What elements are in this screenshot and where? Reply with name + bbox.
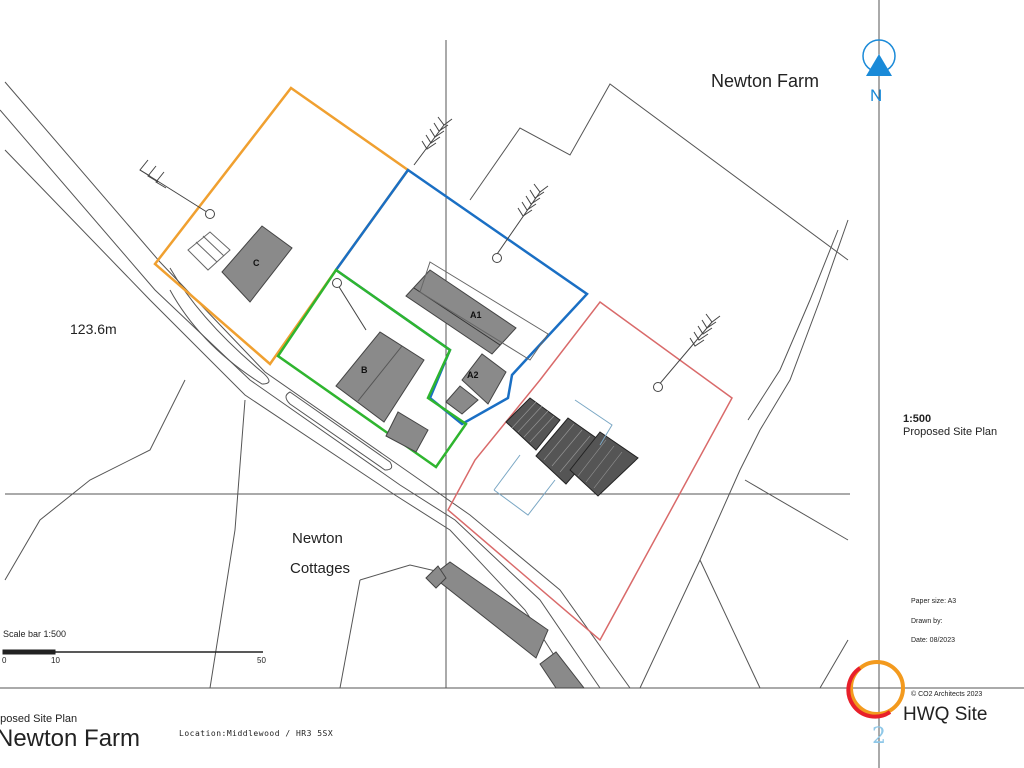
- building-a1: [405, 269, 517, 355]
- road: [0, 81, 631, 689]
- building-a2-annex: [445, 385, 479, 415]
- scale-text: 1:500: [903, 413, 932, 425]
- footer-project-name: Newton Farm: [0, 725, 141, 752]
- paper-size: Paper size: A3: [911, 598, 957, 605]
- copyright: © CO2 Architects 2023: [911, 691, 983, 698]
- boundary-green: [276, 268, 468, 469]
- land-lines: [4, 83, 849, 689]
- co2-logo-icon: [846, 660, 905, 719]
- building-b: [335, 331, 425, 423]
- building-c-label: C: [253, 258, 260, 268]
- drawing-date: Date: 08/2023: [911, 637, 955, 644]
- cottage-block: [431, 561, 549, 659]
- solar-arrays: [505, 397, 639, 497]
- elevation-label: 123.6m: [70, 321, 117, 337]
- boundary-red: [447, 300, 733, 642]
- building-c: [221, 225, 293, 303]
- drawing-name: Proposed Site Plan: [903, 426, 998, 438]
- drawn-by: Drawn by:: [911, 618, 943, 625]
- scale-tick-0: 0: [2, 656, 7, 665]
- page-number: 2: [872, 724, 886, 749]
- north-label: N: [870, 86, 883, 105]
- building-a2: [461, 353, 507, 405]
- cottage-shed: [425, 565, 447, 589]
- tree-symbols: [139, 116, 721, 392]
- building-a1-label: A1: [470, 310, 482, 320]
- solar-frame: [493, 399, 613, 516]
- newton-cottages-label-line2: Cottages: [290, 560, 351, 577]
- cottage-end: [539, 651, 586, 689]
- boundary-orange: [153, 86, 410, 366]
- building-a2-label: A2: [467, 370, 479, 380]
- solar-hatch: [511, 401, 623, 489]
- building-a1-outline: [419, 261, 549, 361]
- scale-bar-label: Scale bar 1:500: [3, 629, 67, 639]
- footer-drawing-name: oposed Site Plan: [0, 713, 78, 725]
- scale-bar-graphic: [2, 649, 263, 655]
- building-b-annex: [385, 411, 429, 453]
- newton-cottages-label-line1: Newton: [292, 530, 343, 547]
- scale-tick-50: 50: [257, 656, 266, 665]
- buildings: [221, 225, 586, 689]
- footer-location: Location:Middlewood / HR3 5SX: [179, 729, 334, 738]
- scale-tick-10: 10: [51, 656, 60, 665]
- newton-farm-label: Newton Farm: [711, 71, 820, 91]
- north-arrow-icon: [862, 39, 896, 76]
- site-name: HWQ Site: [903, 704, 988, 725]
- building-b-label: B: [361, 365, 368, 375]
- parking-bays: [187, 231, 231, 271]
